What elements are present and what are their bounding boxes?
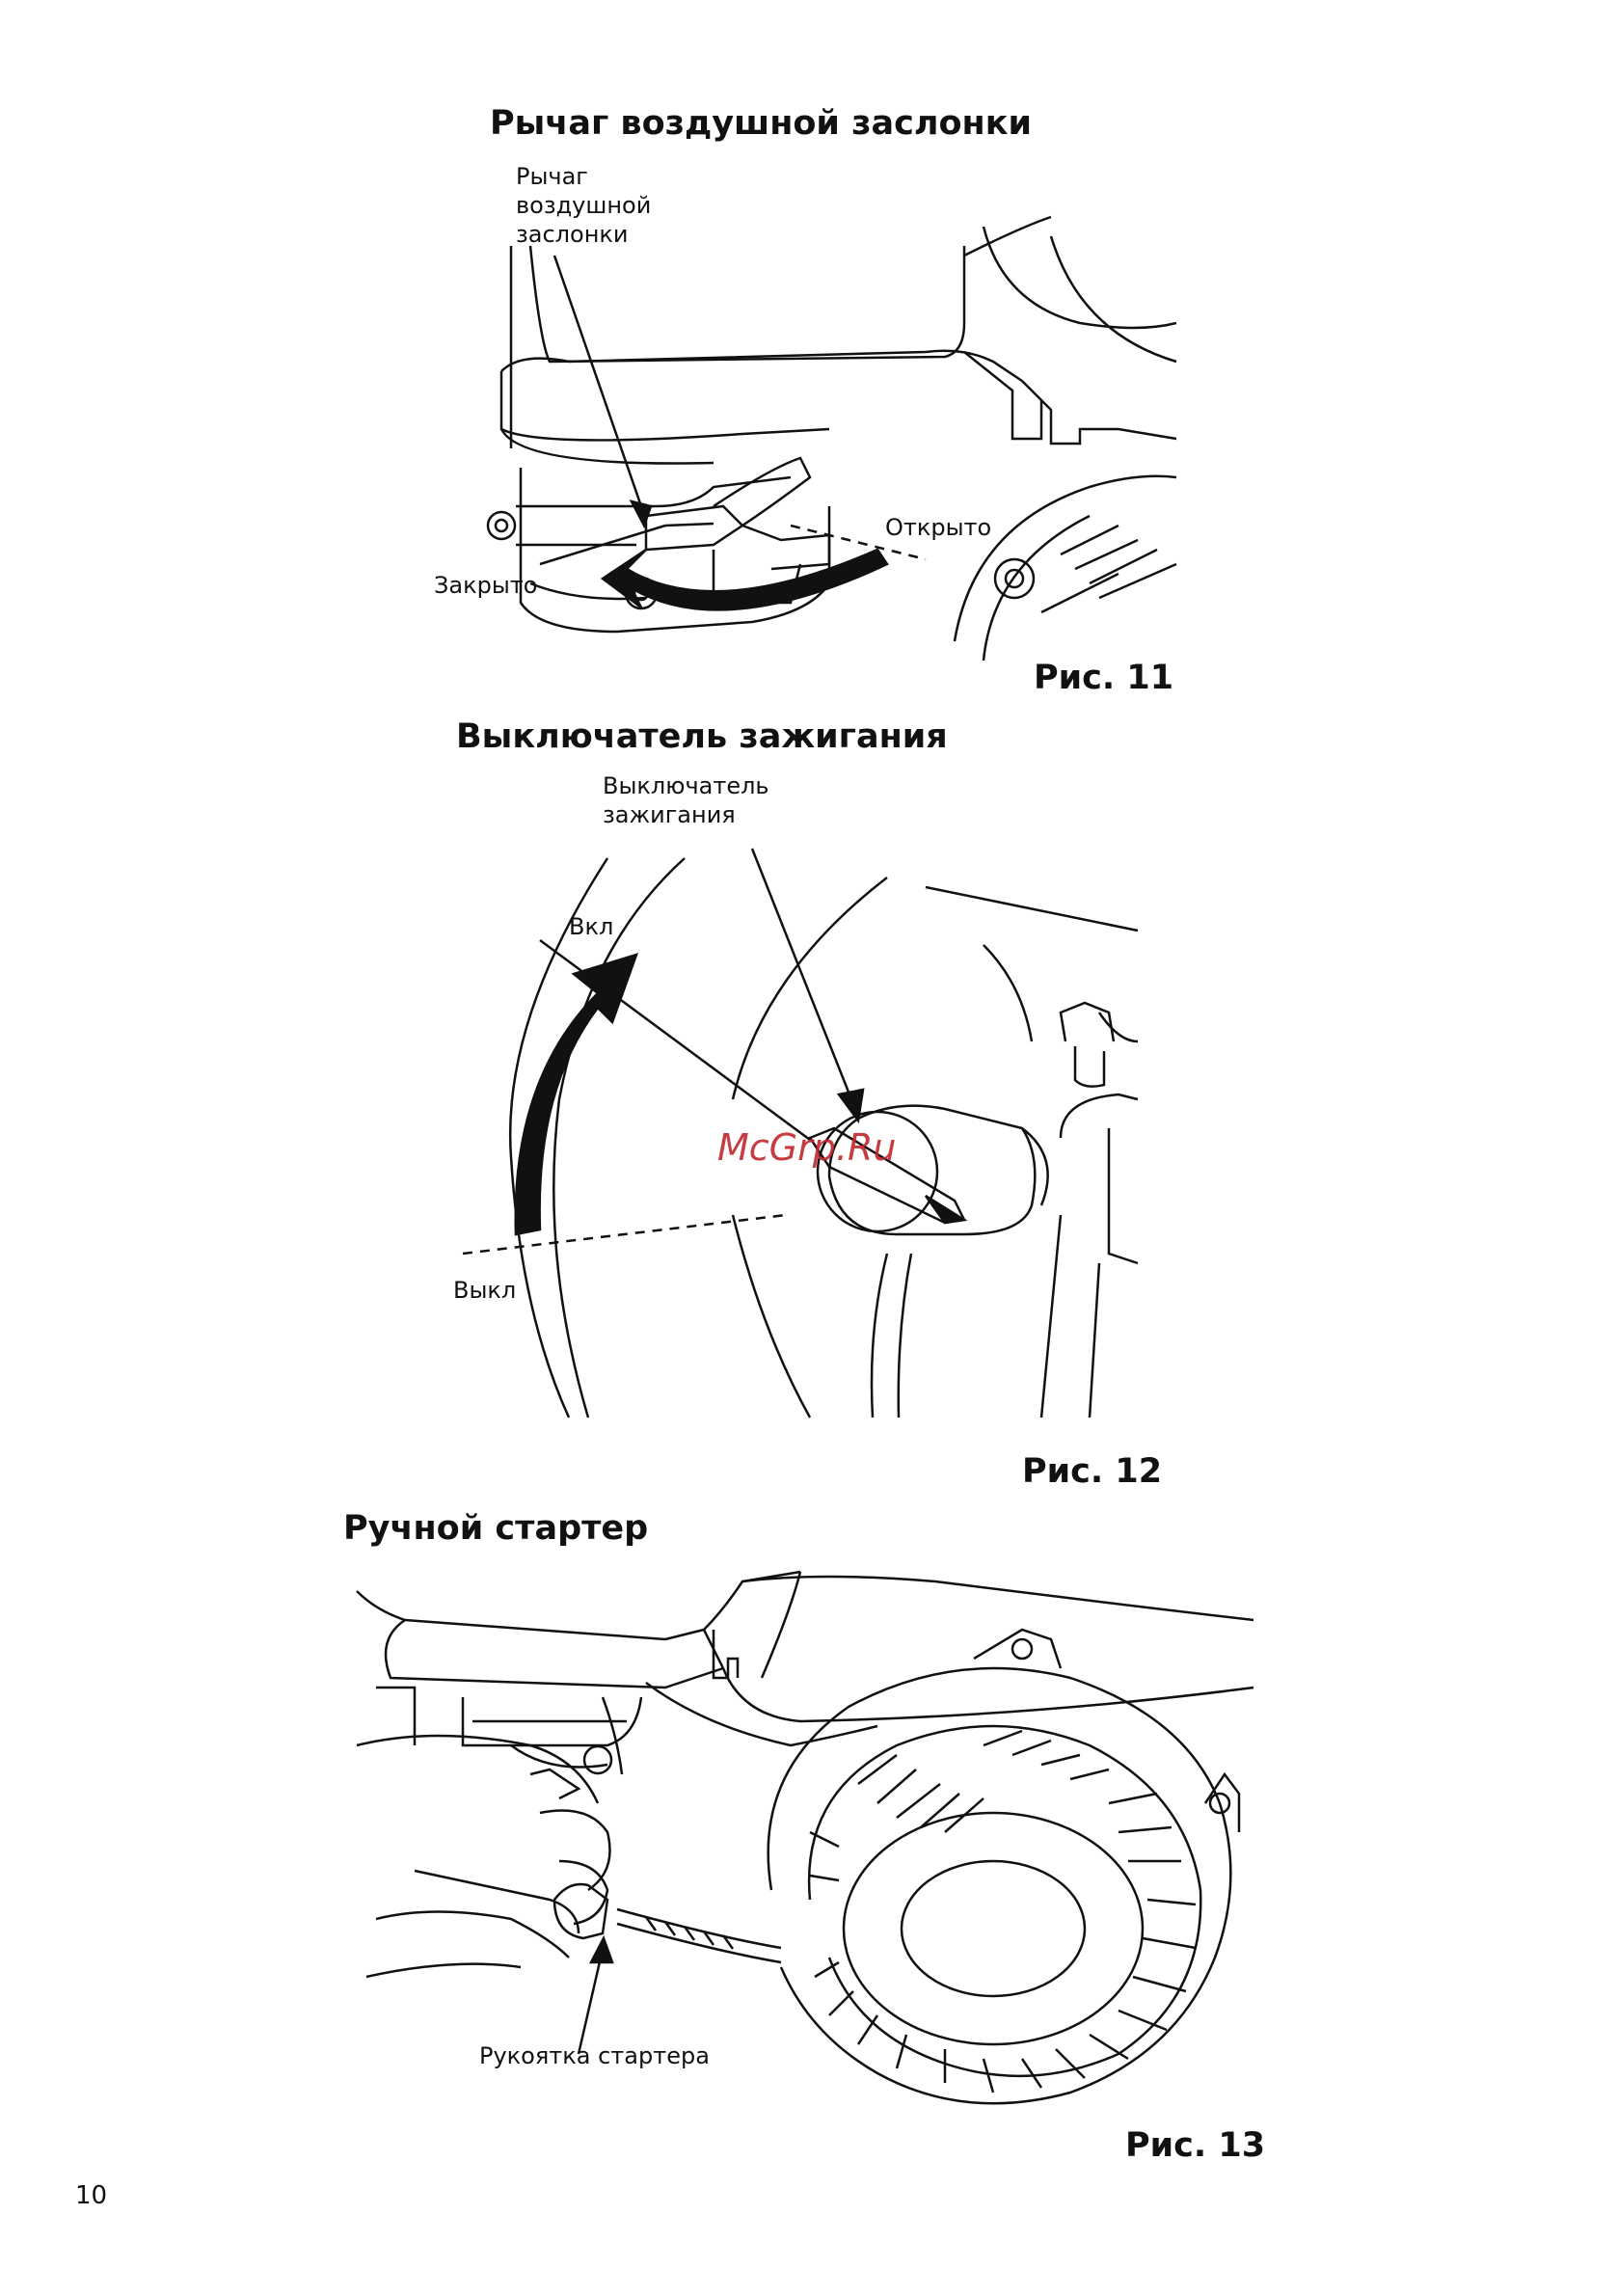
choke-lever-illustration xyxy=(424,217,1196,670)
starter-handle-label: Рукоятка стартера xyxy=(479,2041,710,2070)
ignition-on-label: Вкл xyxy=(569,912,613,941)
choke-lever-label: Рычаг воздушной заслонки xyxy=(516,162,651,249)
choke-lever-label-line-3: заслонки xyxy=(516,220,651,249)
choke-lever-label-line-2: воздушной xyxy=(516,191,651,220)
figure-11-caption: Рис. 11 xyxy=(1034,659,1173,697)
ignition-switch-label: Выключатель зажигания xyxy=(603,771,769,829)
ignition-off-label: Выкл xyxy=(453,1276,516,1305)
choke-lever-label-line-1: Рычаг xyxy=(516,162,651,191)
page-number: 10 xyxy=(75,2181,107,2210)
starter-heading: Ручной стартер xyxy=(343,1509,648,1548)
figure-13-caption: Рис. 13 xyxy=(1125,2126,1265,2165)
ignition-switch-label-line-2: зажигания xyxy=(603,800,769,829)
figure-12-caption: Рис. 12 xyxy=(1022,1452,1162,1491)
choke-closed-label: Закрыто xyxy=(434,571,537,600)
watermark-text: McGrp.Ru xyxy=(717,1126,896,1169)
choke-heading: Рычаг воздушной заслонки xyxy=(490,104,1032,143)
ignition-switch-label-line-1: Выключатель xyxy=(603,771,769,800)
ignition-heading: Выключатель зажигания xyxy=(456,717,948,756)
choke-open-label: Открыто xyxy=(885,513,991,542)
